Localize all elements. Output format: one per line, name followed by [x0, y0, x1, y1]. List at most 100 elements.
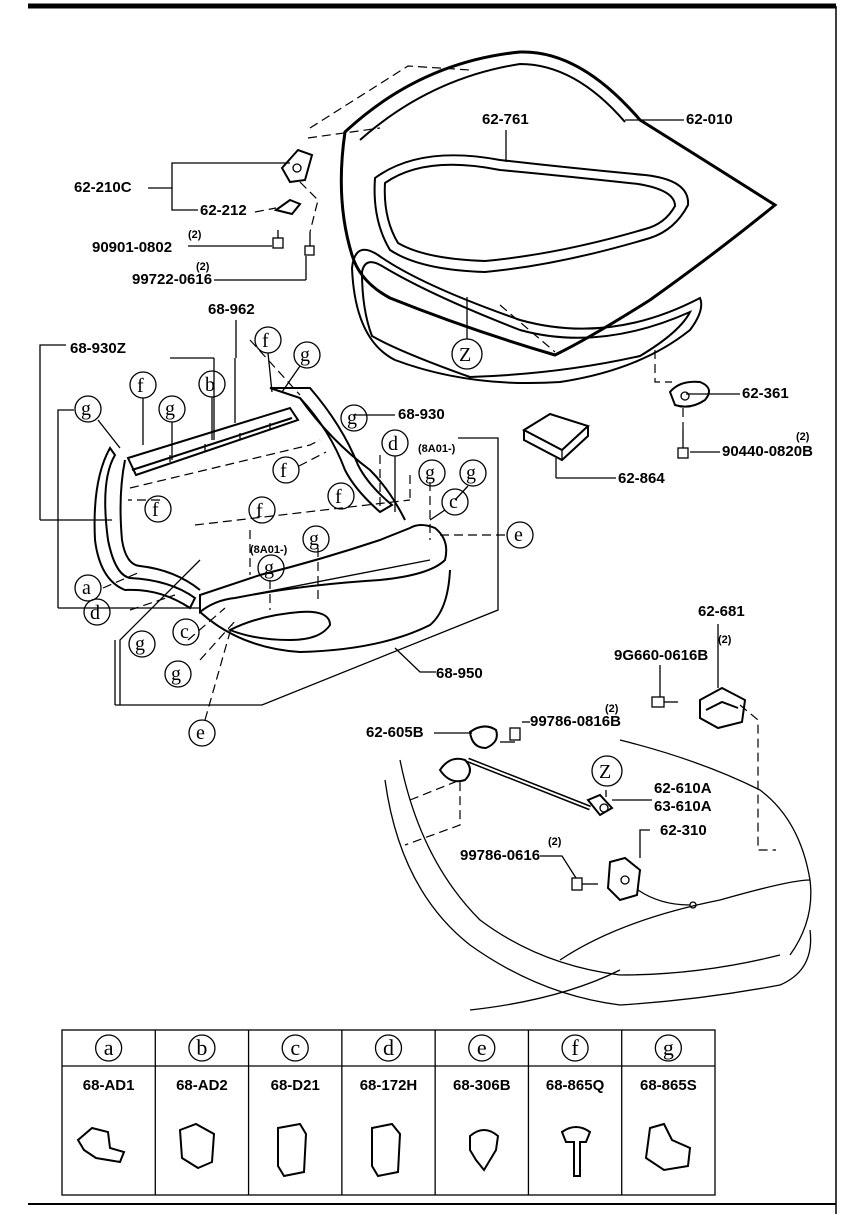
label-qty-2: (2): [196, 261, 210, 273]
bracket: [57, 409, 74, 608]
label-99786-0616: 99786-0616: [460, 847, 540, 864]
svg-text:g: g: [425, 462, 435, 484]
svg-text:g: g: [81, 398, 91, 420]
proj-line: [309, 65, 471, 129]
legend-letter-circle: [94, 1034, 123, 1062]
clip-g-icon: [644, 1122, 692, 1172]
bracket: [115, 437, 499, 706]
leader: [639, 829, 650, 858]
callout-c: c: [429, 488, 469, 521]
callout-z-lid: Z: [451, 297, 483, 370]
callout-f: f: [272, 451, 327, 484]
legend-letter-circle: [374, 1034, 403, 1062]
label-62-761: 62-761: [482, 111, 529, 128]
cap-62-605B: [468, 725, 498, 750]
trim-68-930: [269, 387, 406, 521]
legend-letter: c: [290, 1035, 300, 1060]
svg-text:c: c: [449, 491, 458, 513]
label-62-605B: 62-605B: [366, 724, 424, 741]
proj-line: [199, 619, 237, 661]
legend-letter: e: [477, 1035, 487, 1060]
callouts: Z Z f f f f f f g g g g g g g g g g b d …: [74, 297, 623, 787]
callout-g: g: [302, 525, 330, 553]
proj-line: [404, 779, 461, 846]
svg-text:e: e: [514, 524, 523, 546]
svg-text:f: f: [152, 499, 159, 521]
svg-text:g: g: [135, 633, 145, 655]
proj-line: [204, 624, 233, 721]
legend-letter-circle: [654, 1034, 683, 1062]
legend-part-code: 68-172H: [360, 1077, 418, 1094]
legend-letter: b: [196, 1035, 207, 1060]
rear-body: [384, 739, 812, 1011]
label-90901-0802: 90901-0802: [92, 239, 172, 256]
svg-text:c: c: [180, 621, 189, 643]
label-68-930: 68-930: [398, 406, 445, 423]
label-qty-4: (2): [718, 634, 732, 646]
leader: [394, 647, 436, 673]
svg-text:g: g: [171, 663, 181, 685]
callout-g: g: [418, 459, 446, 487]
label-62-010: 62-010: [686, 111, 733, 128]
callout-c: c: [172, 618, 200, 646]
svg-text:f: f: [280, 460, 287, 482]
callout-d: d: [83, 598, 111, 626]
svg-text:a: a: [82, 577, 91, 599]
legend-part-code: 68-AD2: [176, 1077, 228, 1094]
callout-b: b: [198, 370, 226, 440]
callout-f: f: [327, 482, 355, 510]
svg-text:g: g: [347, 407, 357, 429]
legend-letter-circle: [561, 1034, 589, 1062]
bolt-99786-0816B: [500, 727, 521, 743]
clip-b-icon: [178, 1122, 216, 1170]
bracket: [119, 559, 201, 705]
bolt-9G660: [651, 696, 678, 708]
proj-line: [499, 304, 556, 353]
legend-letter: f: [571, 1035, 579, 1060]
callout-f: f: [144, 495, 172, 523]
svg-text:g: g: [466, 462, 476, 484]
callout-g: g: [128, 630, 156, 658]
legend-part-code: 68-306B: [453, 1077, 511, 1094]
label-qty-6: (2): [548, 836, 562, 848]
proj-line: [187, 607, 226, 641]
label-62-361: 62-361: [742, 385, 789, 402]
label-9G660-0616B: 9G660-0616B: [614, 647, 708, 664]
callout-f: f: [248, 496, 276, 524]
svg-text:f: f: [262, 330, 269, 352]
label-63-610A: 63-610A: [654, 798, 712, 815]
proj-line: [249, 339, 301, 396]
proj-line: [654, 350, 672, 383]
svg-text:Z: Z: [459, 344, 471, 366]
callout-g: g: [454, 459, 487, 501]
callout-d: d: [381, 429, 409, 512]
proj-line: [102, 571, 141, 589]
label-62-864: 62-864: [618, 470, 665, 487]
label-68-962: 68-962: [208, 301, 255, 318]
proj-line: [194, 499, 411, 526]
trim-68-962: [126, 406, 300, 477]
proj-line: [129, 439, 321, 489]
callout-f: f: [129, 371, 157, 445]
callout-f: f: [254, 326, 282, 393]
callout-g: g: [257, 554, 285, 582]
clip-d-icon: [371, 1122, 402, 1178]
callout-z-body: Z: [591, 755, 623, 787]
pad-62-864: [521, 412, 590, 462]
svg-text:b: b: [205, 374, 215, 396]
svg-text:d: d: [388, 433, 398, 455]
label-62-610A: 62-610A: [654, 780, 712, 797]
callout-g: g: [74, 395, 121, 449]
proj-line: [307, 127, 381, 139]
callout-e: e: [188, 719, 216, 747]
label-note-8A01-2: (8A01-): [250, 544, 288, 556]
legend-frame: [61, 1029, 716, 1196]
svg-text:Z: Z: [599, 761, 611, 783]
legend-part-code: 68-865S: [640, 1077, 697, 1094]
clip-f-icon: [560, 1126, 592, 1177]
label-99786-0816B: 99786-0816B: [530, 713, 621, 730]
callout-g: g: [164, 660, 192, 688]
callout-e: e: [506, 521, 534, 549]
legend-letter: d: [383, 1035, 394, 1060]
